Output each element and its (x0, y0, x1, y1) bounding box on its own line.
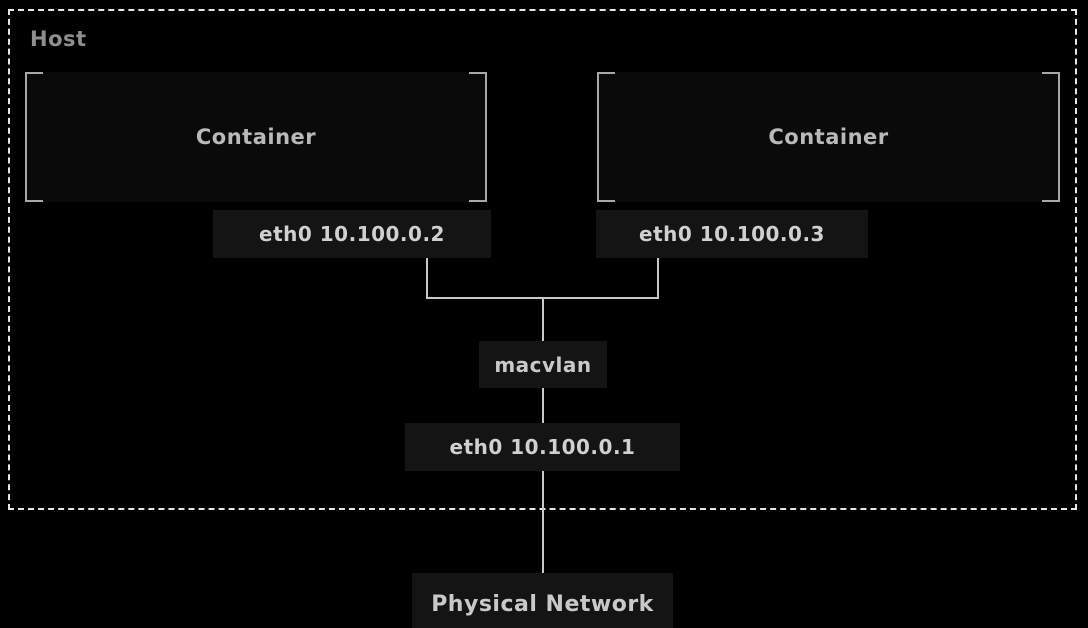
connector-macvlan-line (542, 299, 544, 341)
bracket-right-icon (469, 72, 487, 202)
container-2-label: Container (768, 125, 889, 149)
host-interface-label: eth0 10.100.0.1 (405, 423, 680, 471)
connector-container2-line (657, 258, 659, 299)
connector-merge-line (426, 297, 659, 299)
bracket-left-icon (597, 72, 615, 202)
physical-network-node: Physical Network (412, 573, 673, 628)
connector-container1-line (426, 258, 428, 299)
connector-physical-line (542, 471, 544, 573)
bracket-right-icon (1042, 72, 1060, 202)
macvlan-node: macvlan (479, 341, 607, 388)
connector-host-eth-line (542, 388, 544, 423)
container-box-2: Container (597, 72, 1060, 202)
bracket-left-icon (25, 72, 43, 202)
container-box-1: Container (25, 72, 487, 202)
container-2-interface-label: eth0 10.100.0.3 (596, 210, 868, 258)
host-label: Host (30, 27, 87, 51)
container-1-label: Container (195, 125, 317, 149)
container-1-interface-label: eth0 10.100.0.2 (213, 210, 491, 258)
